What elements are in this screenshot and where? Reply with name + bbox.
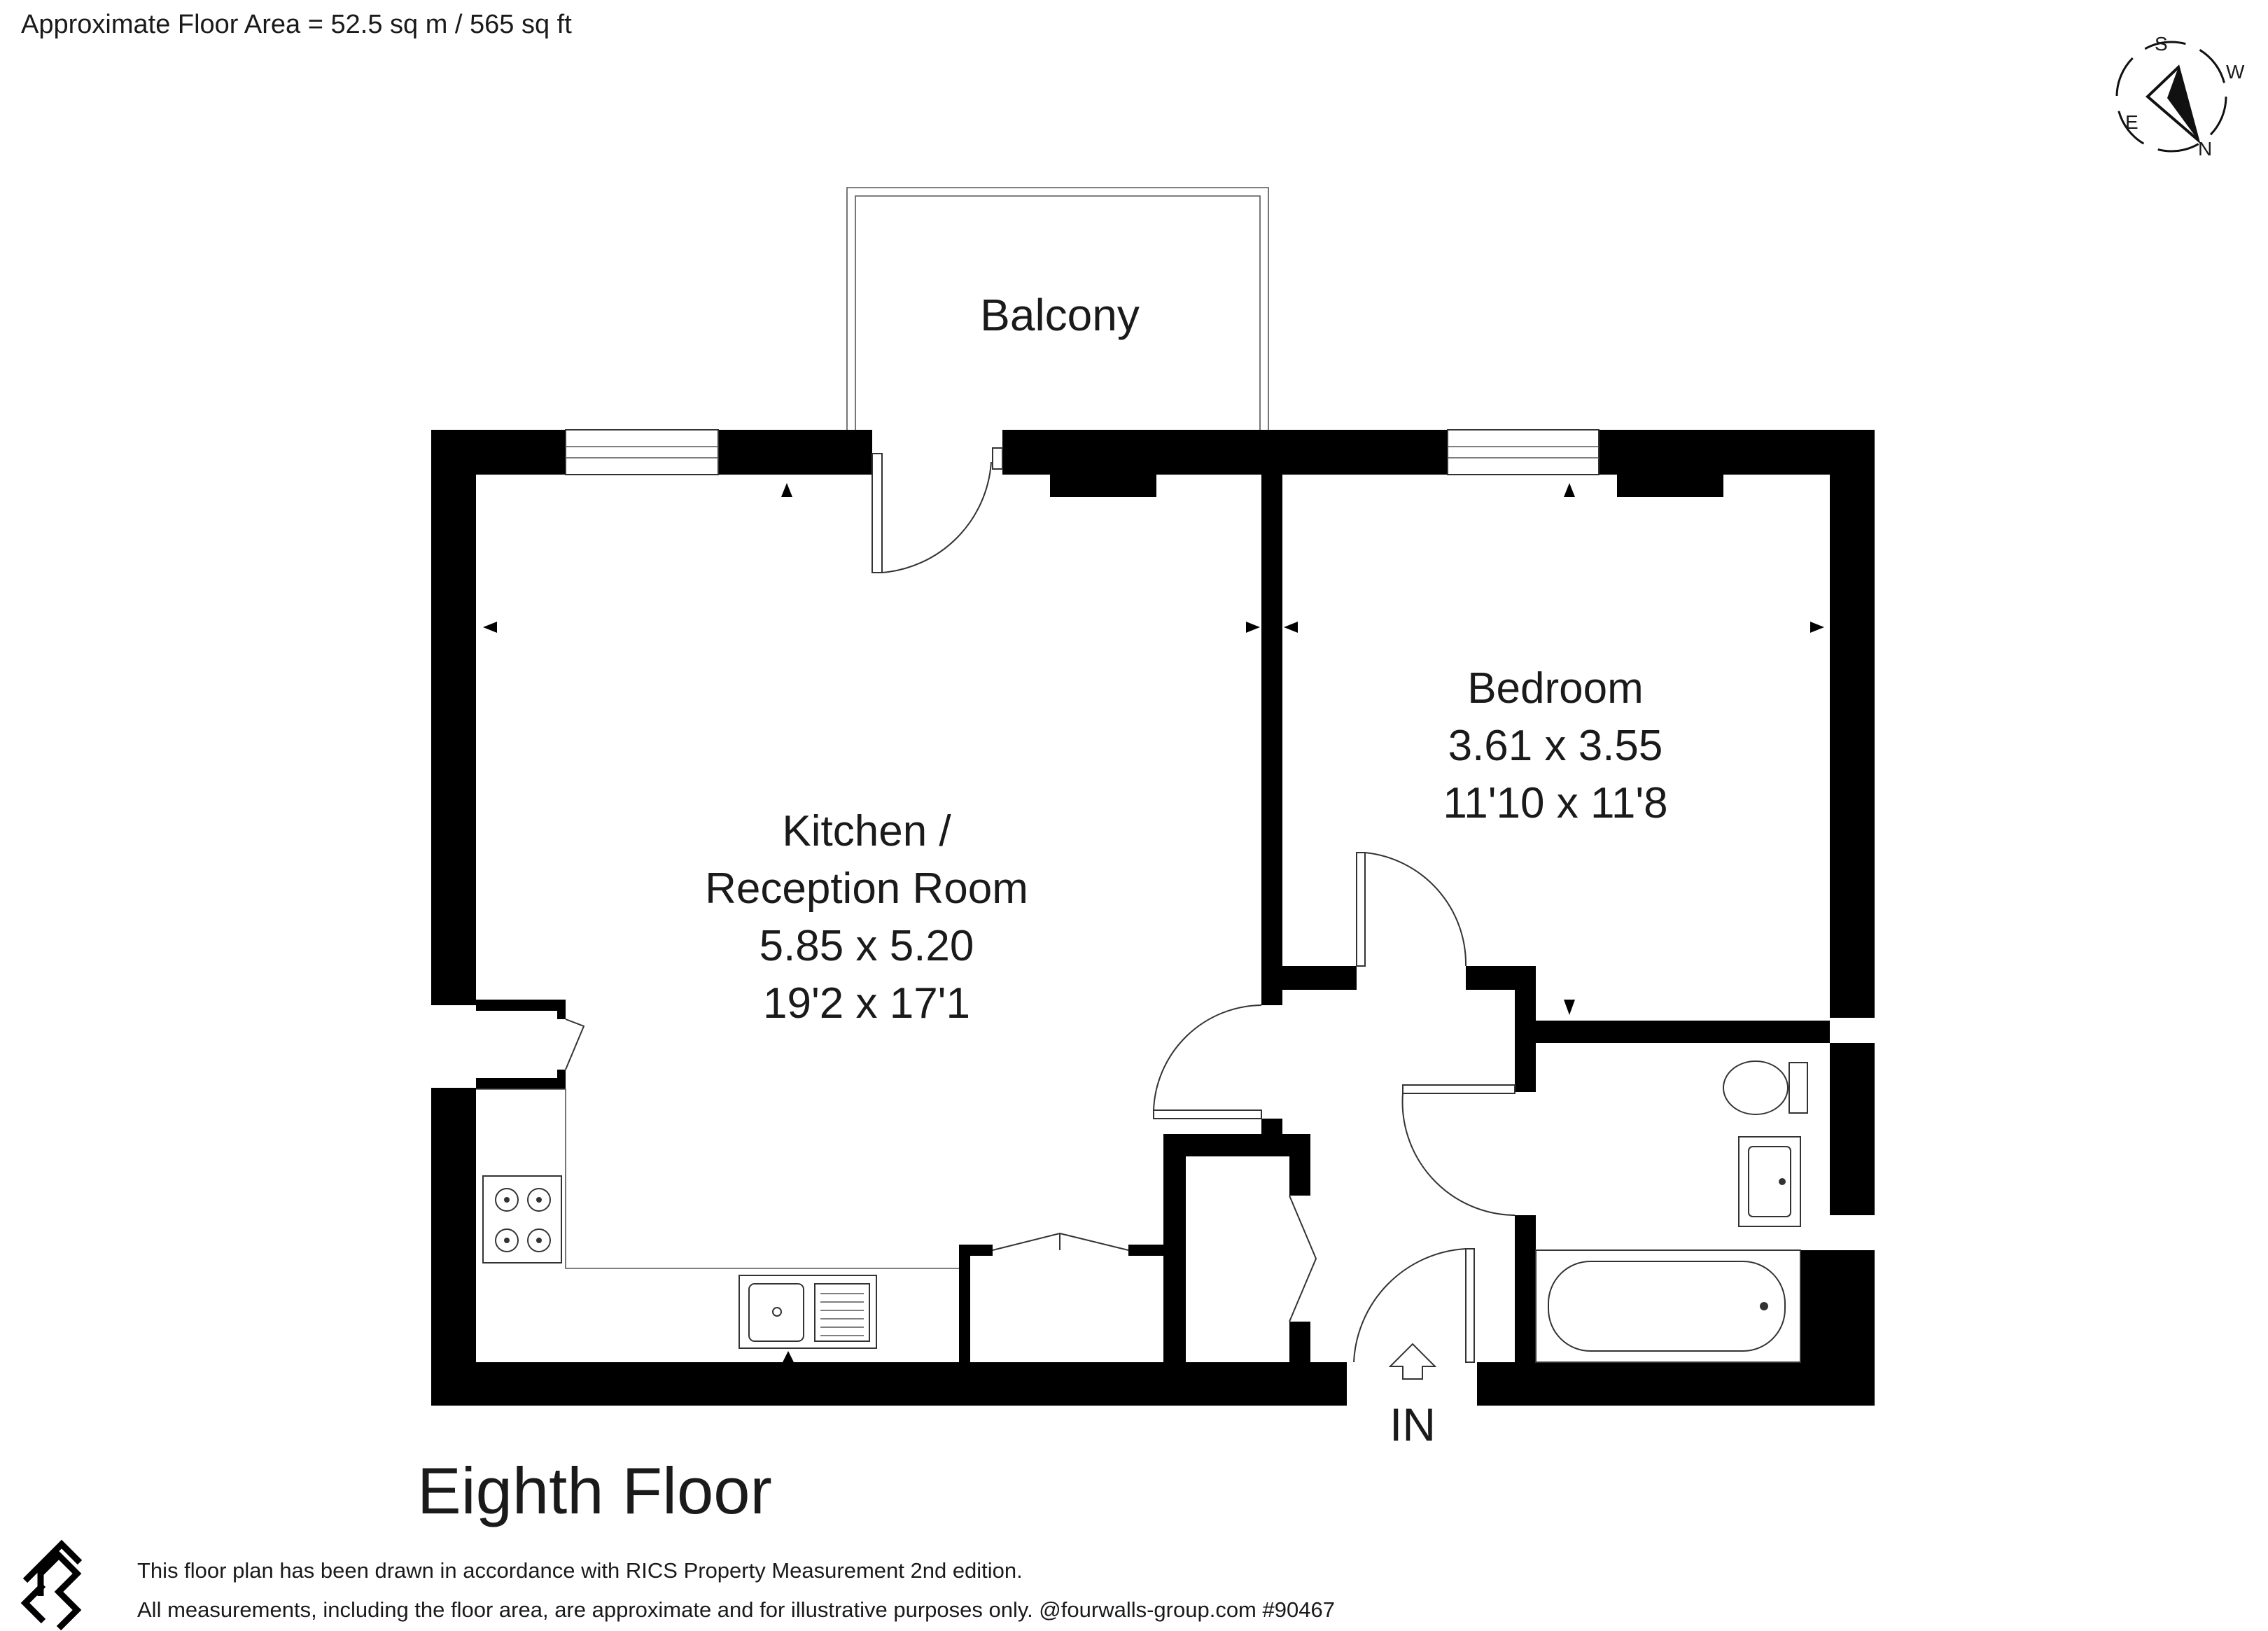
kitchen-metric: 5.85 x 5.20 xyxy=(760,922,974,970)
compass-w: W xyxy=(2226,61,2245,83)
balcony-door xyxy=(872,447,1003,573)
footer-line1: This floor plan has been drawn in accord… xyxy=(137,1558,1023,1583)
kitchen-label-line1: Kitchen / xyxy=(782,807,951,855)
niche-door xyxy=(565,1018,585,1070)
kitchen-door xyxy=(1153,1004,1262,1119)
kitchen-worktop xyxy=(476,1088,959,1269)
floor-area-text: Approximate Floor Area = 52.5 sq m / 565… xyxy=(21,10,572,39)
compass-e: E xyxy=(2125,111,2138,133)
bedroom-metric: 3.61 x 3.55 xyxy=(1448,722,1663,770)
toilet-icon xyxy=(1723,1060,1808,1115)
window-bedroom xyxy=(1447,429,1600,497)
kitchen-label-line2: Reception Room xyxy=(705,864,1028,913)
compass-s: S xyxy=(2155,33,2168,55)
entrance-door xyxy=(1353,1248,1475,1380)
bedroom-imperial: 11'10 x 11'8 xyxy=(1443,779,1667,827)
kitchen-imperial: 19'2 x 17'1 xyxy=(763,979,970,1028)
dimension-markers xyxy=(483,622,1824,1015)
kitchen-cupboard-door xyxy=(992,1232,1129,1251)
basin-icon xyxy=(1738,1136,1801,1227)
walls xyxy=(431,430,1875,1406)
bedroom-label: Bedroom xyxy=(1467,664,1644,713)
bedroom-door xyxy=(1356,852,1467,967)
bathroom-door xyxy=(1401,1084,1516,1216)
entrance-label: IN xyxy=(1390,1399,1436,1450)
bath-icon xyxy=(1535,1250,1801,1363)
sink-icon xyxy=(738,1275,877,1362)
window-kitchen xyxy=(565,429,792,497)
hall-cupboard-door xyxy=(1289,1195,1317,1322)
fourwalls-logo-icon xyxy=(20,1539,83,1631)
balcony xyxy=(846,187,1269,431)
compass-icon: S W E N xyxy=(2115,33,2245,160)
floor-title: Eighth Floor xyxy=(417,1454,772,1527)
footer-line2: All measurements, including the floor ar… xyxy=(137,1597,1335,1622)
compass-n: N xyxy=(2198,138,2212,160)
hob-icon xyxy=(482,1175,562,1264)
balcony-label: Balcony xyxy=(980,290,1140,340)
